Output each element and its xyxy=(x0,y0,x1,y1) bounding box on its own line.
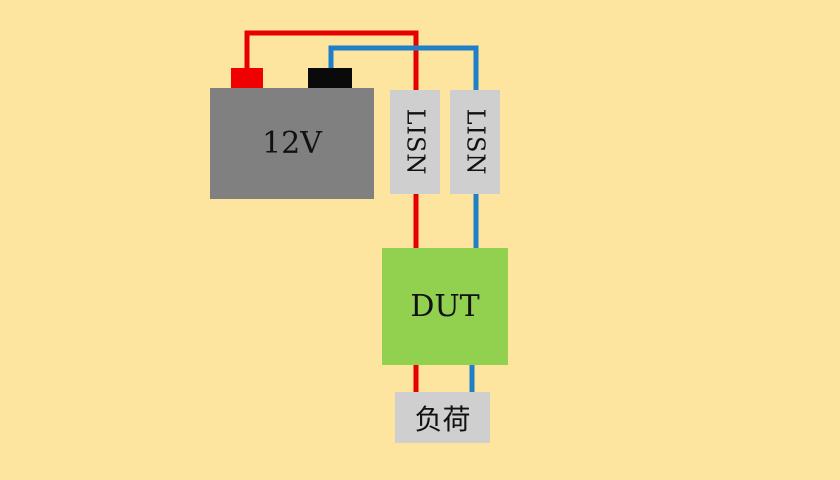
load-block: 负荷 xyxy=(395,392,490,443)
lisn-positive: LISN xyxy=(390,90,440,194)
dut-label: DUT xyxy=(410,289,480,324)
positive-wire-top xyxy=(244,30,419,90)
battery-negative-terminal xyxy=(308,68,352,90)
load-label: 负荷 xyxy=(414,402,471,436)
lisn-positive-label: LISN xyxy=(401,108,430,176)
battery: 12V xyxy=(210,88,374,199)
lisn-negative-label: LISN xyxy=(461,108,490,176)
battery-label: 12V xyxy=(262,126,322,161)
negative-wire-top xyxy=(328,45,479,90)
battery-positive-terminal xyxy=(231,68,263,90)
dut-block: DUT xyxy=(382,248,508,365)
lisn-negative: LISN xyxy=(450,90,500,194)
